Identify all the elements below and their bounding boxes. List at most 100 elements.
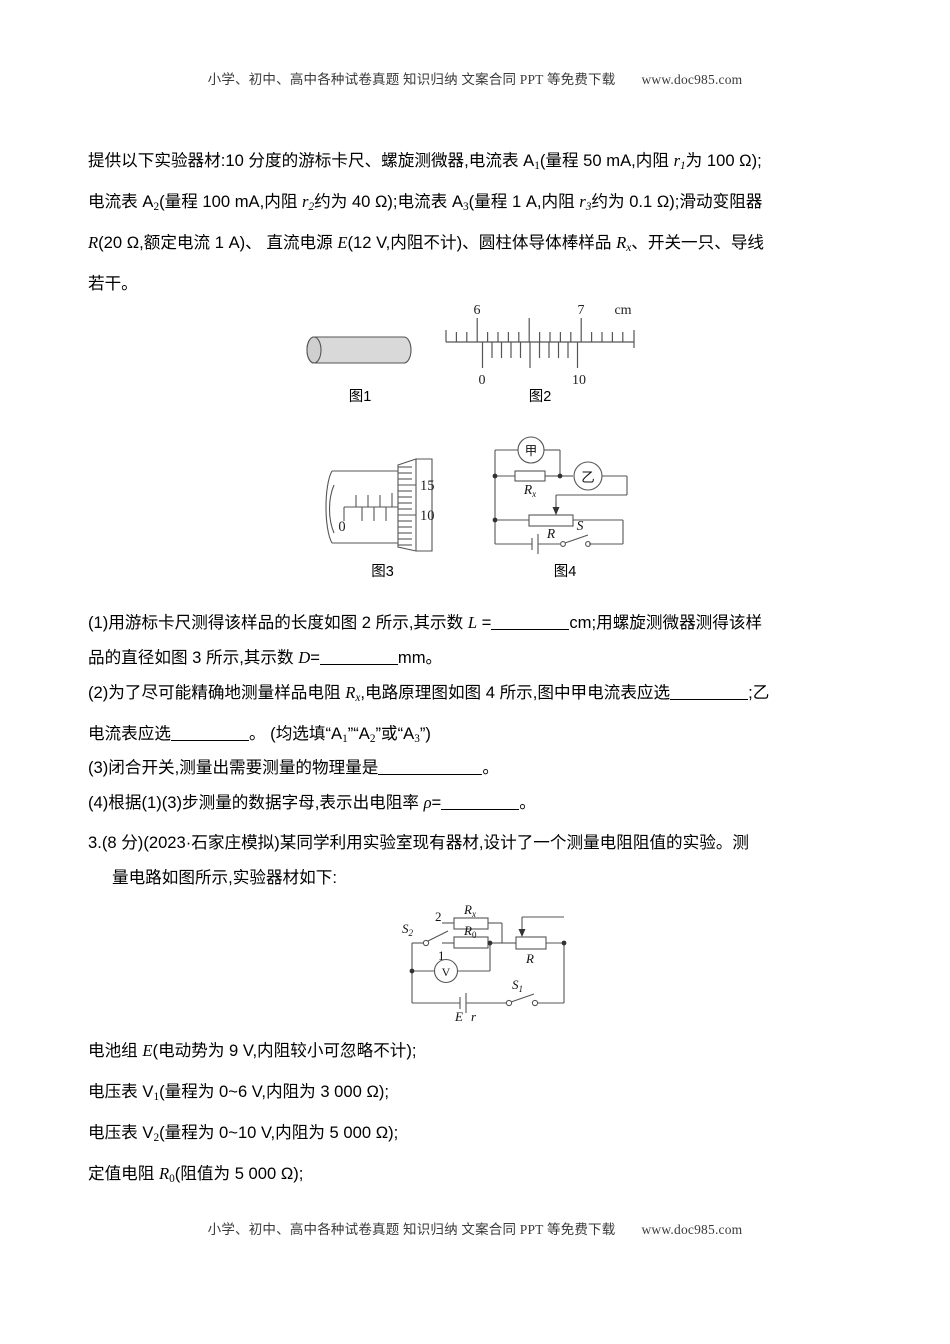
equip-r2: r — [302, 192, 309, 212]
equip-r3-sub: 3 — [585, 201, 592, 214]
q2-text-e: 。 (均选填“A — [248, 724, 343, 744]
q2-option-1: 1 — [342, 733, 348, 746]
eq0-post: (电动势为 9 V,内阻较小可忽略不计); — [152, 1041, 417, 1060]
q1-text-d: = — [310, 648, 320, 667]
q1-unit-cm: cm;用螺旋测微器测得该样 — [569, 613, 763, 632]
header-site: www.doc985.com — [641, 72, 743, 87]
q1-text-b: = — [477, 613, 492, 632]
footer-site: www.doc985.com — [641, 1222, 743, 1237]
equipment-item: 电压表 V1(量程为 0~6 V,内阻为 3 000 Ω); — [88, 1074, 878, 1115]
footer-text: 小学、初中、高中各种试卷真题 知识归纳 文案合同 PPT 等免费下载 — [207, 1222, 616, 1237]
question-1: (1)用游标卡尺测得该样品的长度如图 2 所示,其示数 L = cm;用螺旋测微器… — [88, 605, 878, 675]
figure-5-circuit: S2 2 1 Rx R0 V R S1 E r — [398, 902, 578, 1024]
fig4-caption-text: 图4 — [553, 564, 577, 580]
q2-text-d: 电流表应选 — [88, 724, 171, 744]
equip-r3: r — [579, 192, 586, 212]
fig4-s-label: S — [577, 518, 584, 533]
fig5-voltmeter-label: V — [442, 965, 451, 979]
question-1-line-1: (1)用游标卡尺测得该样品的长度如图 2 所示,其示数 L = cm;用螺旋测微器… — [88, 605, 878, 640]
equipment-line-4: 若干。 — [88, 274, 138, 294]
equipment-line-2: 电流表 A2(量程 100 mA,内阻 r2约为 40 Ω);电流表 A3(量程… — [88, 184, 874, 225]
fig2-caption-text: 图2 — [528, 389, 552, 405]
equip-l2d: (量程 1 A,内阻 — [468, 192, 580, 212]
q3-answer-blank[interactable] — [378, 774, 483, 775]
fig5-contact-1: 1 — [438, 948, 445, 963]
fig5-s1-label: S1 — [512, 977, 523, 994]
q4-answer-blank[interactable] — [441, 809, 520, 810]
q2-text-h: ”) — [419, 724, 431, 744]
equipment-item: 定值电阻 R0(阻值为 5 000 Ω); — [88, 1156, 878, 1197]
q1-text-a: (1)用游标卡尺测得该样品的长度如图 2 所示,其示数 — [88, 613, 468, 632]
question-2: (2)为了尽可能精确地测量样品电阻 Rx,电路原理图如图 4 所示,图中甲电流表… — [88, 675, 878, 757]
q2-option-3: 3 — [414, 733, 420, 746]
equip-l1b: (量程 50 mA,内阻 — [539, 151, 674, 170]
q2-answer-blank-jia[interactable] — [670, 699, 749, 700]
problem-3-line-2: 量电路如图所示,实验器材如下: — [112, 868, 337, 887]
q2-text-g: ”或“A — [375, 724, 415, 744]
figure-3-caption: 图3 — [320, 560, 445, 581]
q1-answer-blank-D[interactable] — [319, 664, 398, 665]
equip-l2a: 电流表 A — [88, 192, 154, 212]
q1-unit-mm: mm。 — [397, 648, 443, 667]
equipment-paragraph: 提供以下实验器材:10 分度的游标卡尺、螺旋测微器,电流表 A1(量程 50 m… — [88, 143, 874, 301]
equip-l2b: (量程 100 mA,内阻 — [159, 192, 303, 212]
q2-text-a: (2)为了尽可能精确地测量样品电阻 — [88, 683, 346, 702]
figure-4-circuit: 甲 乙 Rx R S — [485, 432, 645, 558]
figure-1-cylinder — [300, 325, 420, 375]
eq3-pre: 定值电阻 — [88, 1164, 159, 1184]
equip-l3a: (20 Ω,额定电流 1 A)、 直流电源 — [98, 233, 338, 253]
header-text: 小学、初中、高中各种试卷真题 知识归纳 文案合同 PPT 等免费下载 — [207, 72, 616, 87]
equip-l3c: 、开关一只、导线 — [631, 233, 765, 253]
fig2-main-label-7: 7 — [578, 303, 585, 318]
question-3: (3)闭合开关,测量出需要测量的物理量是。 — [88, 750, 878, 785]
equip-l1a: 提供以下实验器材:10 分度的游标卡尺、螺旋测微器,电流表 A — [88, 151, 535, 170]
question-2-line-1: (2)为了尽可能精确地测量样品电阻 Rx,电路原理图如图 4 所示,图中甲电流表… — [88, 675, 878, 716]
figure-4-caption: 图4 — [485, 560, 645, 581]
equip-R: R — [88, 233, 99, 253]
equip-l2-sub2: 2 — [153, 201, 160, 214]
fig3-caption-text: 图3 — [371, 564, 394, 580]
q4-text-b: = — [431, 793, 442, 812]
eq3-sym: R — [159, 1164, 170, 1184]
figure-2-caption: 图2 — [440, 385, 640, 406]
equip-l2c: 约为 40 Ω);电流表 A — [314, 192, 464, 212]
eq1-sub: 1 — [153, 1091, 160, 1104]
q2-text-f: ”“A — [347, 724, 370, 744]
q1-answer-blank-L[interactable] — [491, 629, 570, 630]
fig3-thimble-15: 15 — [420, 478, 435, 494]
q2-text-c: ;乙 — [748, 683, 770, 702]
fig4-meter-yi: 乙 — [581, 470, 595, 485]
equip-l2-sub3: 3 — [463, 201, 469, 214]
fig4-meter-jia: 甲 — [525, 444, 538, 458]
equipment-item: 电压表 V2(量程为 0~10 V,内阻为 5 000 Ω); — [88, 1115, 878, 1156]
fig3-thimble-10: 10 — [420, 508, 435, 524]
question-4: (4)根据(1)(3)步测量的数据字母,表示出电阻率 ρ=。 — [88, 785, 878, 820]
q2-answer-blank-yi[interactable] — [170, 740, 249, 742]
fig5-rheostat-label: R — [525, 951, 534, 966]
fig5-battery-r: r — [471, 1009, 477, 1024]
fig1-caption-text: 图1 — [348, 389, 372, 405]
q1-symbol-L: L — [467, 613, 478, 632]
fig2-unit-label: cm — [614, 303, 631, 318]
q4-text-c: 。 — [519, 793, 536, 812]
equipment-item: 电池组 E(电动势为 9 V,内阻较小可忽略不计); — [88, 1033, 878, 1074]
q1-symbol-D: D — [298, 648, 311, 667]
q2-symbol-Rx-sub: x — [355, 692, 361, 705]
equip-r2-sub: 2 — [308, 201, 315, 214]
eq0-pre: 电池组 — [88, 1041, 143, 1060]
eq2-sub: 2 — [153, 1132, 160, 1145]
fig5-contact-2: 2 — [435, 909, 442, 924]
fig5-s2-label: S2 — [402, 921, 414, 938]
eq3-post: (阻值为 5 000 Ω); — [174, 1164, 304, 1184]
eq0-sym: E — [142, 1041, 153, 1060]
q2-symbol-Rx: R — [345, 683, 356, 702]
eq2-post: (量程为 0~10 V,内阻为 5 000 Ω); — [159, 1123, 399, 1143]
equip-Rx-sub: x — [626, 242, 632, 255]
question-2-line-2: 电流表应选。 (均选填“A1”“A2”或“A3”) — [88, 716, 878, 757]
question-1-line-2: 品的直径如图 3 所示,其示数 D=mm。 — [88, 640, 878, 675]
fig2-vernier-label-10: 10 — [572, 373, 586, 388]
equip-l3b: (12 V,内阻不计)、圆柱体导体棒样品 — [347, 233, 617, 253]
fig4-r-label: R — [546, 526, 556, 541]
eq2-pre: 电压表 V — [88, 1123, 154, 1143]
